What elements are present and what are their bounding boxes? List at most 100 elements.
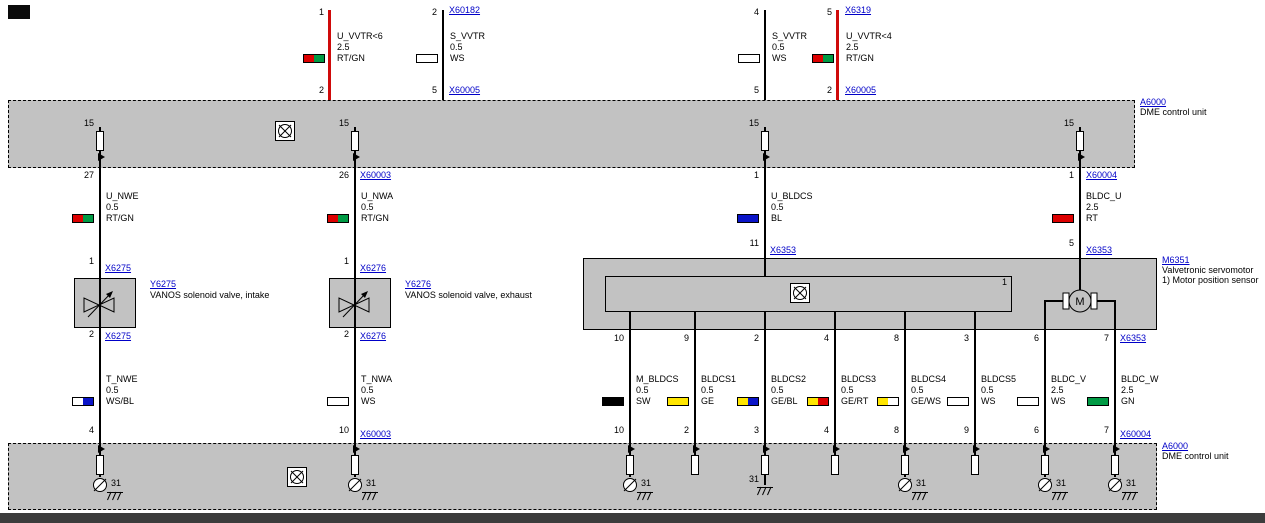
pin-number: 6	[1033, 333, 1039, 343]
color-swatch-ws	[416, 54, 438, 63]
pin-number: 9	[963, 425, 969, 435]
pin-number: 2	[88, 329, 94, 339]
wire-color-label: RT	[1086, 213, 1098, 223]
dme-name-label: DME control unit	[1162, 451, 1229, 461]
pin-terminal-rect	[1041, 455, 1049, 475]
ground-icon	[107, 491, 123, 501]
color-swatch-ws	[327, 397, 349, 406]
ground-icon	[757, 486, 773, 496]
wire-s-vvtr-right	[764, 10, 766, 100]
component-name-label: Valvetronic servomotor	[1162, 265, 1254, 275]
direction-arrow-icon	[1078, 153, 1085, 161]
pin-number: 11	[749, 238, 759, 248]
pin-number: 1	[88, 256, 94, 266]
pin-terminal-rect	[351, 131, 359, 151]
pin-terminal-rect	[1076, 131, 1084, 151]
direction-arrow-icon	[833, 445, 840, 453]
wire-u-vvtr4	[836, 10, 839, 100]
connector-link[interactable]: X6276	[360, 263, 387, 273]
pin-terminal-rect	[96, 131, 104, 151]
connector-link[interactable]: X6353	[770, 245, 797, 255]
pin-number: 10	[613, 425, 624, 435]
wire-color-label: GE/WS	[911, 396, 942, 406]
connector-link[interactable]: X6319	[845, 5, 872, 15]
pin-number: 5	[1068, 238, 1074, 248]
wire-u-bldcs	[764, 168, 766, 276]
pin-number: 8	[893, 333, 899, 343]
connector-link[interactable]: X60003	[360, 429, 392, 439]
dme-name-label: DME control unit	[1140, 107, 1207, 117]
dme-ref-link[interactable]: A6000	[1140, 97, 1167, 107]
wire-u-nwe	[99, 168, 101, 278]
wire-u-nwa	[354, 168, 356, 278]
wire-color-label: WS/BL	[106, 396, 135, 406]
component-ref-link[interactable]: Y6276	[405, 279, 432, 289]
wire-bldc-w	[1114, 330, 1116, 443]
pin-number: 3	[753, 425, 759, 435]
ground-icon	[1052, 491, 1068, 501]
connector-link[interactable]: X60005	[845, 85, 877, 95]
wire-color-label: WS	[1051, 396, 1066, 406]
connector-link[interactable]: X6275	[105, 263, 132, 273]
wire-gauge-label: 2.5	[1051, 385, 1064, 395]
color-swatch-rtgn	[303, 54, 325, 63]
connector-link[interactable]: X60003	[360, 170, 392, 180]
wire-bldcs5	[974, 312, 976, 443]
pin-terminal-rect	[761, 131, 769, 151]
dme-control-unit-box-top	[8, 100, 1135, 168]
dme-control-unit-box-bottom	[8, 443, 1157, 510]
dme-pin-label: 15	[83, 118, 94, 128]
pin-number: 1	[1068, 170, 1074, 180]
connector-link[interactable]: X60004	[1086, 170, 1118, 180]
wire-name-label: M_BLDCS	[636, 374, 679, 384]
dme-ref-link[interactable]: A6000	[1162, 441, 1189, 451]
wire-name-label: U_BLDCS	[771, 191, 813, 201]
wire-name-label: BLDCS3	[841, 374, 877, 384]
connector-link[interactable]: X60005	[449, 85, 481, 95]
pin-number: 4	[823, 425, 829, 435]
connector-link[interactable]: X6353	[1086, 245, 1113, 255]
wire-gauge-label: 0.5	[106, 385, 119, 395]
connector-link[interactable]: X6276	[360, 331, 387, 341]
motor-icon: M	[1044, 289, 1116, 330]
connector-icon	[287, 467, 307, 487]
wire-gauge-label: 2.5	[337, 42, 350, 52]
connector-link[interactable]: X6353	[1120, 333, 1147, 343]
direction-arrow-icon	[98, 445, 105, 453]
wire-color-label: GE	[701, 396, 715, 406]
connector-link[interactable]: X60004	[1120, 429, 1152, 439]
pin-number: 7	[1103, 333, 1109, 343]
component-ref-link[interactable]: Y6275	[150, 279, 177, 289]
wire-m-bldcs	[629, 312, 631, 443]
direction-arrow-icon	[353, 445, 360, 453]
wire-color-label: SW	[636, 396, 651, 406]
pin-number: 2	[826, 85, 832, 95]
dme-pin-label: 15	[1063, 118, 1074, 128]
pin-terminal-rect	[761, 455, 769, 475]
wire-name-label: BLDC_W	[1121, 374, 1159, 384]
component-ref-link[interactable]: M6351	[1162, 255, 1190, 265]
color-swatch-gn	[1087, 397, 1109, 406]
pin-number: 1	[753, 170, 759, 180]
wire-color-label: RT/GN	[106, 213, 134, 223]
wire-gauge-label: 0.5	[911, 385, 924, 395]
wire-name-label: BLDC_V	[1051, 374, 1087, 384]
color-swatch-ws	[738, 54, 760, 63]
connector-link[interactable]: X60182	[449, 5, 481, 15]
wire-bldcs3	[834, 312, 836, 443]
wire-color-label: WS	[450, 53, 465, 63]
dme-pin-label: 15	[338, 118, 349, 128]
wire-name-label: S_VVTR	[772, 31, 808, 41]
ground-icon	[362, 491, 378, 501]
pin-number: 26	[338, 170, 349, 180]
pin-terminal-rect	[971, 455, 979, 475]
connector-link[interactable]: X6275	[105, 331, 132, 341]
wire-color-label: RT/GN	[337, 53, 365, 63]
pin-number: 10	[613, 333, 624, 343]
pin-number: 2	[683, 425, 689, 435]
wire-gauge-label: 2.5	[1121, 385, 1134, 395]
wire-bldcs4	[904, 312, 906, 443]
pin-terminal-rect	[96, 455, 104, 475]
terminal-31-label: 31	[111, 478, 122, 488]
